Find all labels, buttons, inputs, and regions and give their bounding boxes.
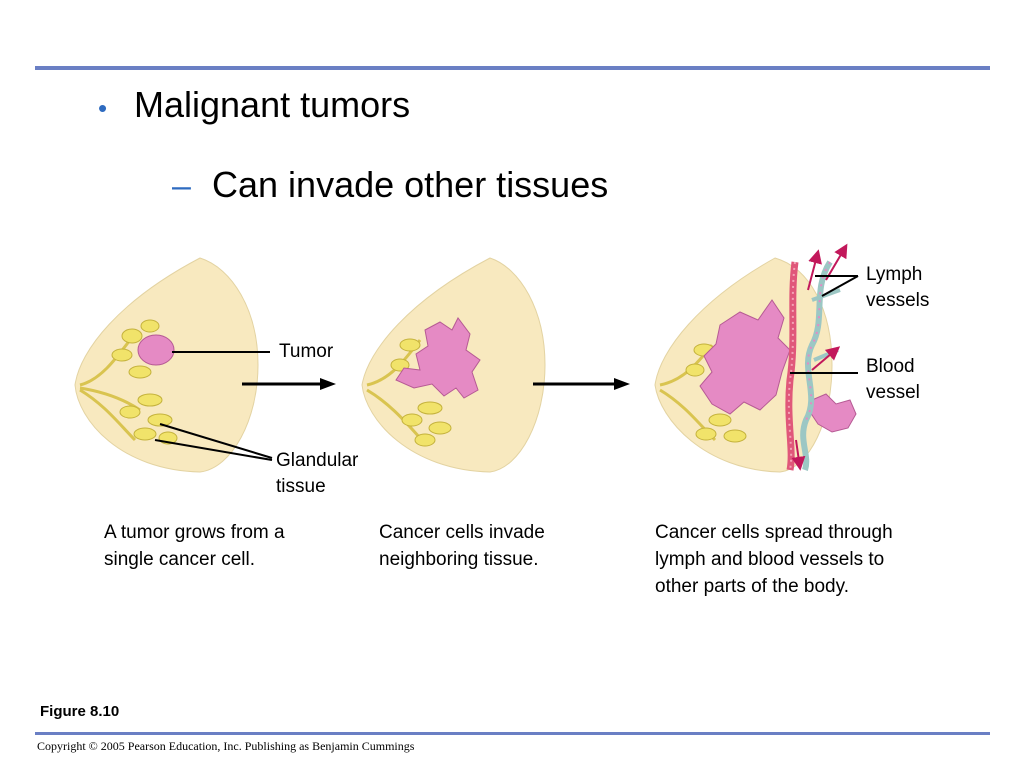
tumor-mass-2 (395, 317, 481, 399)
sub-bullet-text: Can invade other tissues (212, 164, 609, 205)
blood-vessel (785, 261, 799, 471)
glandular-label-line2: tissue (276, 476, 326, 497)
bullet-text: Malignant tumors (134, 84, 411, 125)
lymph-label-line1: Lymph (866, 264, 923, 285)
breast-illustration-1 (74, 257, 259, 473)
caption-stage-3: Cancer cells spread through lymph and bl… (655, 519, 893, 600)
copyright-notice: Copyright © 2005 Pearson Education, Inc.… (37, 739, 415, 753)
caption-2-line1: Cancer cells invade (379, 522, 545, 543)
caption-stage-1: A tumor grows from a single cancer cell. (104, 519, 285, 573)
blood-label-line2: vessel (866, 382, 920, 403)
blood-vessel-label: Blood vessel (866, 354, 920, 406)
caption-1-line1: A tumor grows from a (104, 522, 285, 543)
spread-arrow-up-2 (825, 243, 848, 281)
glandular-tissue-2 (366, 338, 452, 447)
breast-illustration-3 (654, 243, 857, 473)
figure-label: Figure 8.10 (40, 703, 120, 720)
spread-arrow-up-1 (807, 249, 822, 291)
bottom-divider-line (35, 732, 990, 735)
caption-2-line2: neighboring tissue. (379, 549, 539, 570)
lymph-vessels-label: Lymph vessels (866, 262, 929, 314)
dash-icon: – (172, 167, 191, 205)
metastasis-mass (809, 393, 857, 433)
lymph-label-line2: vessels (866, 290, 930, 311)
glandular-tissue-label: Glandular tissue (276, 448, 358, 500)
progression-arrow-2 (533, 378, 630, 390)
bullet-item: • Malignant tumors (98, 84, 410, 126)
spread-arrow-right (811, 346, 841, 371)
progression-arrow-1 (242, 378, 336, 390)
glandular-label-line1: Glandular (276, 450, 359, 471)
breast-illustration-2 (361, 257, 546, 473)
sub-bullet-item: – Can invade other tissues (172, 164, 608, 206)
tumor-mass-3 (699, 299, 791, 415)
caption-1-line2: single cancer cell. (104, 549, 256, 570)
spread-arrow-down (791, 439, 806, 471)
caption-3-line1: Cancer cells spread through (655, 522, 893, 543)
tumor-mass-1 (137, 334, 175, 366)
glandular-leader-line-1 (159, 423, 273, 459)
glandular-leader-line-2 (154, 439, 273, 461)
caption-3-line3: other parts of the body. (655, 576, 849, 597)
lymph-leader-line-2 (821, 275, 859, 297)
blood-label-line1: Blood (866, 356, 915, 377)
caption-3-line2: lymph and blood vessels to (655, 549, 885, 570)
bullet-dot-icon: • (98, 93, 108, 123)
caption-stage-2: Cancer cells invade neighboring tissue. (379, 519, 545, 573)
top-divider-line (35, 66, 990, 70)
tumor-label: Tumor (279, 341, 334, 362)
glandular-tissue-3 (659, 343, 747, 443)
